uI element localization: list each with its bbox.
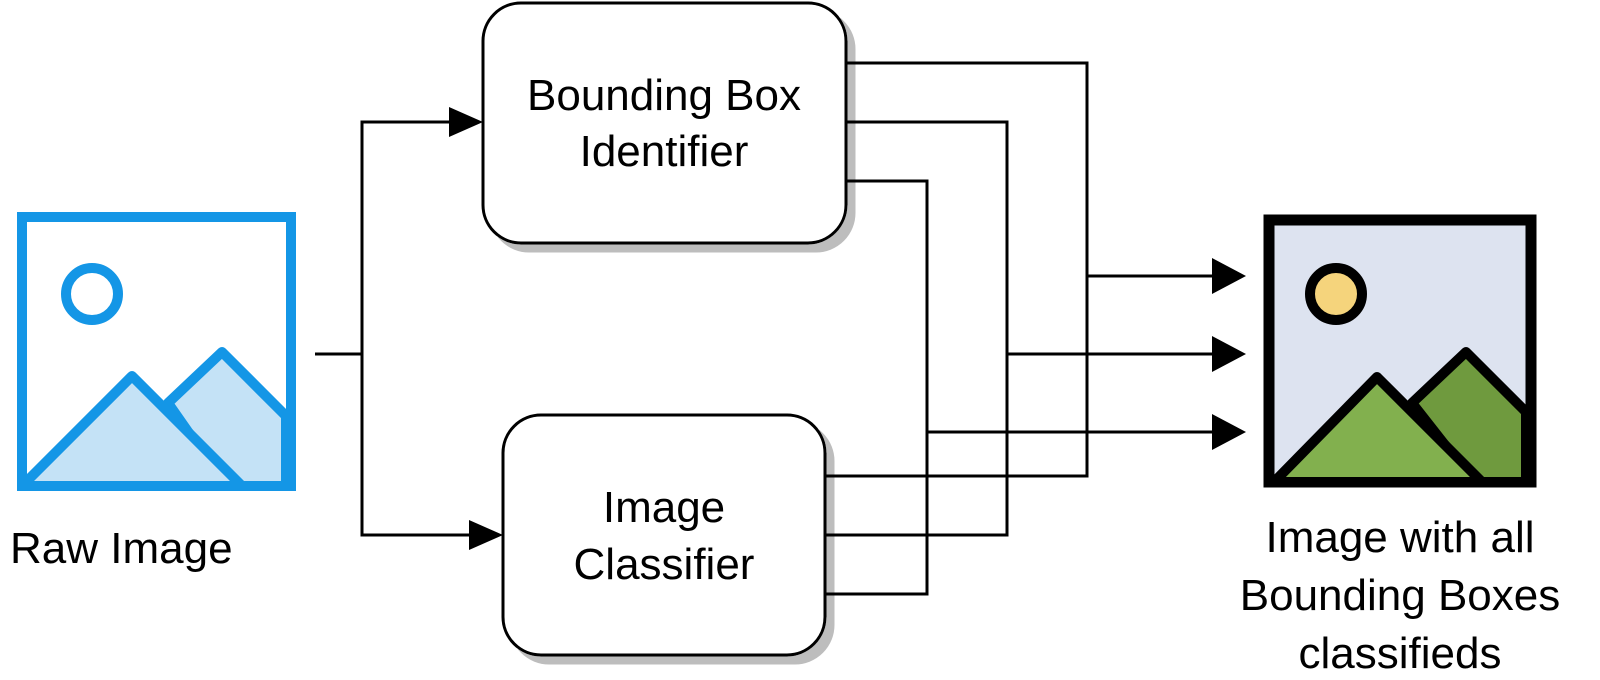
image-classifier-node: Image Classifier <box>501 413 827 657</box>
output-label-line1: Image with all <box>1265 513 1534 562</box>
raw-image-icon <box>17 212 296 491</box>
arrowhead-out-2 <box>1212 336 1246 372</box>
bounding-box-identifier-node: Bounding Box Identifier <box>481 1 848 245</box>
bbox-label-line1: Bounding Box <box>527 71 801 120</box>
edge-bbox-out-3 <box>825 179 929 596</box>
output-connectors <box>825 61 1216 596</box>
raw-image-label: Raw Image <box>10 524 233 573</box>
classifier-label-line2: Classifier <box>574 540 755 589</box>
output-label-line2: Bounding Boxes <box>1240 571 1560 620</box>
output-image-icon <box>1263 214 1537 488</box>
arrowhead-out-3 <box>1212 414 1246 450</box>
arrowhead-classifier <box>469 520 503 550</box>
edge-bbox-out-1 <box>825 61 1089 478</box>
bbox-label-line2: Identifier <box>580 127 749 176</box>
output-label-line3: classifieds <box>1299 629 1502 678</box>
edge-raw-to-classifier <box>360 354 473 537</box>
edge-bbox-out-2 <box>825 120 1009 537</box>
input-connectors <box>315 120 473 537</box>
classifier-label-line1: Image <box>603 483 725 532</box>
arrowhead-out-1 <box>1212 258 1246 294</box>
edge-raw-to-bbox <box>315 120 453 356</box>
arrowhead-bbox <box>449 107 483 137</box>
